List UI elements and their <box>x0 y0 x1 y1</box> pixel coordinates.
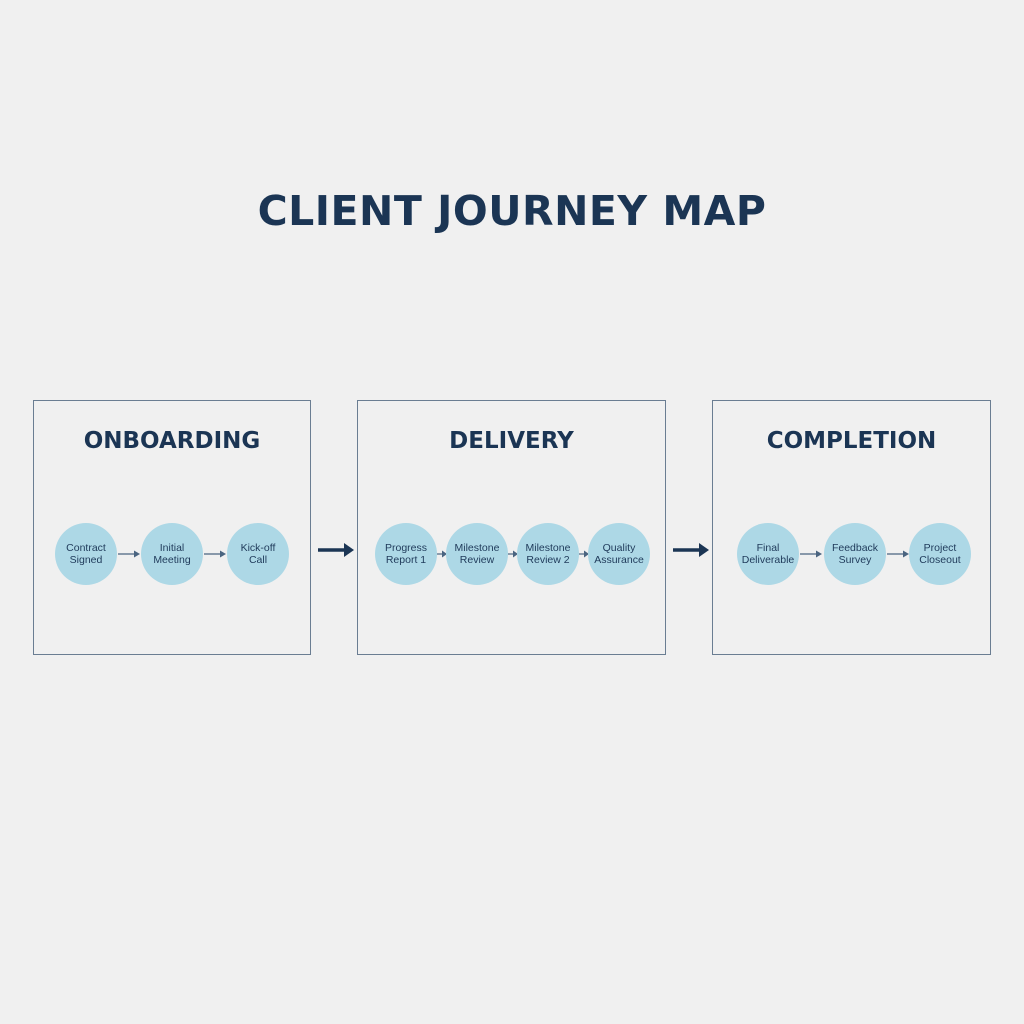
arrow-icon <box>204 549 226 559</box>
arrow-icon <box>508 549 518 559</box>
arrow-icon <box>800 549 822 559</box>
step-initial-meeting: Initial Meeting <box>141 523 203 585</box>
phase-title-completion: COMPLETION <box>766 428 937 454</box>
step-progress-report-1: Progress Report 1 <box>375 523 437 585</box>
step-quality-assurance: Quality Assurance <box>588 523 650 585</box>
arrow-icon <box>579 549 589 559</box>
arrow-icon <box>887 549 909 559</box>
phase-completion: COMPLETION Final Deliverable Feedback Su… <box>712 400 991 655</box>
arrow-icon <box>437 549 447 559</box>
phase-arrow-icon <box>318 540 356 560</box>
step-kickoff-call: Kick-off Call <box>227 523 289 585</box>
phase-delivery: DELIVERY Progress Report 1 Milestone Rev… <box>357 400 666 655</box>
step-milestone-review-2: Milestone Review 2 <box>517 523 579 585</box>
step-milestone-review: Milestone Review <box>446 523 508 585</box>
step-final-deliverable: Final Deliverable <box>737 523 799 585</box>
phase-title-onboarding: ONBOARDING <box>83 428 261 454</box>
step-feedback-survey: Feedback Survey <box>824 523 886 585</box>
step-project-closeout: Project Closeout <box>909 523 971 585</box>
arrow-icon <box>118 549 140 559</box>
phase-arrow-icon <box>673 540 711 560</box>
phase-onboarding: ONBOARDING Contract Signed Initial Meeti… <box>33 400 311 655</box>
phase-title-delivery: DELIVERY <box>449 428 574 454</box>
step-contract-signed: Contract Signed <box>55 523 117 585</box>
diagram-title: CLIENT JOURNEY MAP <box>257 187 767 235</box>
